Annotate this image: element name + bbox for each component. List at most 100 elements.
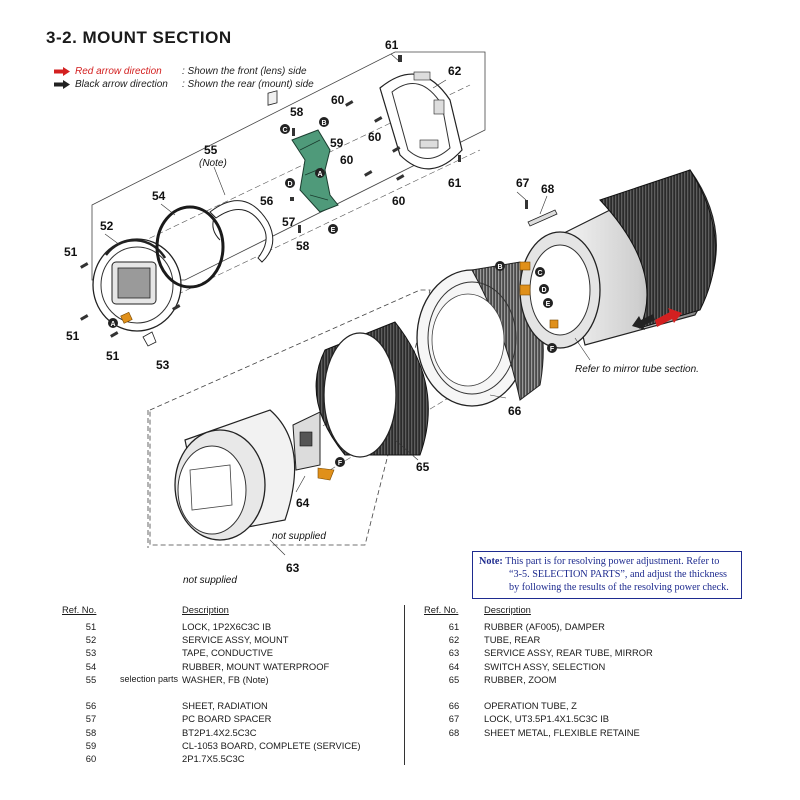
note-box: Note: This part is for resolving power a… bbox=[472, 551, 742, 599]
not-supplied-label-2: not supplied bbox=[183, 575, 237, 586]
part-description: LOCK, UT3.5P1.4X1.5C3C IB bbox=[484, 713, 610, 725]
svg-text:C: C bbox=[282, 127, 287, 134]
callout-60: 60 bbox=[331, 93, 345, 107]
callout-51: 51 bbox=[66, 329, 80, 343]
retainer-part-68 bbox=[527, 209, 558, 227]
legend-black-desc: : Shown the rear (mount) side bbox=[182, 79, 314, 90]
callout-55-note: (Note) bbox=[199, 158, 227, 169]
callout-67: 67 bbox=[516, 176, 530, 190]
callout-51: 51 bbox=[106, 349, 120, 363]
ref-number: 52 bbox=[85, 634, 97, 646]
remark bbox=[120, 633, 182, 646]
svg-text:C: C bbox=[537, 270, 542, 277]
connector-markers: A A B B C C D D E E F F bbox=[108, 117, 557, 467]
note-text-1: This part is for resolving power adjustm… bbox=[505, 556, 720, 567]
legend-black: Black arrow direction : Shown the rear (… bbox=[54, 79, 314, 90]
note-line-3: by following the results of the resolvin… bbox=[509, 582, 729, 593]
part-description: SERVICE ASSY, REAR TUBE, MIRROR bbox=[484, 647, 653, 659]
callout-numbers: 51 52 51 53 51 54 55 56 57 58 58 59 60 6… bbox=[64, 38, 555, 575]
legend-black-label: Black arrow direction bbox=[75, 79, 168, 90]
callout-58: 58 bbox=[290, 105, 304, 119]
ref-number: 68 bbox=[448, 726, 460, 738]
ref-number: 57 bbox=[85, 713, 97, 725]
svg-text:E: E bbox=[331, 227, 336, 234]
callout-62: 62 bbox=[448, 64, 462, 78]
remark bbox=[120, 660, 182, 673]
callout-58: 58 bbox=[296, 239, 310, 253]
ref-number: 61 bbox=[448, 621, 460, 633]
note-label: Note: bbox=[479, 556, 503, 567]
svg-text:B: B bbox=[321, 120, 326, 127]
connector-D-marker: D bbox=[285, 178, 295, 188]
ref-number: 54 bbox=[85, 660, 97, 672]
rear-tube-part-62 bbox=[379, 71, 463, 170]
mount-assembly-outline bbox=[91, 51, 486, 281]
remark: selection parts bbox=[120, 674, 179, 685]
ref-number: 59 bbox=[85, 739, 97, 751]
connector-A-marker: A bbox=[108, 318, 118, 328]
callout-59: 59 bbox=[330, 136, 344, 150]
part-description: SHEET METAL, FLEXIBLE RETAINE bbox=[484, 726, 640, 738]
svg-text:F: F bbox=[338, 460, 343, 467]
part-description: CL-1053 BOARD, COMPLETE (SERVICE) bbox=[182, 739, 361, 751]
washer-part-55 bbox=[209, 200, 274, 263]
ref-number: 67 bbox=[448, 713, 460, 725]
ref-number: 51 bbox=[85, 621, 97, 633]
black-direction-arrow-icon bbox=[54, 80, 70, 89]
remark bbox=[120, 726, 182, 739]
table-row: 67 LOCK, UT3.5P1.4X1.5C3C IB bbox=[424, 712, 704, 725]
leader-lines bbox=[104, 53, 591, 556]
callout-61: 61 bbox=[385, 38, 399, 52]
connector-F-marker-2: F bbox=[547, 343, 557, 353]
waterproof-rubber-part-54 bbox=[155, 205, 225, 289]
callout-61: 61 bbox=[448, 176, 462, 190]
callout-54: 54 bbox=[152, 189, 166, 203]
svg-text:A: A bbox=[317, 171, 322, 178]
remark bbox=[120, 620, 182, 633]
ref-number: 64 bbox=[448, 660, 460, 672]
part-description: OPERATION TUBE, Z bbox=[484, 700, 577, 712]
ref-number: 55 bbox=[85, 673, 97, 685]
row-gap bbox=[424, 686, 704, 699]
connector-C-marker-2: C bbox=[535, 267, 545, 277]
switch-part-64 bbox=[292, 411, 335, 481]
ref-number: 60 bbox=[85, 752, 97, 764]
mount-part-52 bbox=[92, 238, 182, 332]
exploded-view-diagram: A A B B C C D D E E F F 51 52 51 53 bbox=[64, 38, 717, 586]
part-description: RUBBER (AF005), DAMPER bbox=[484, 621, 605, 633]
red-direction-arrow-icon bbox=[54, 67, 70, 76]
callout-60: 60 bbox=[368, 130, 382, 144]
svg-text:F: F bbox=[550, 346, 555, 353]
svg-text:D: D bbox=[541, 287, 546, 294]
part-description: 2P1.7X5.5C3C bbox=[182, 752, 245, 764]
callout-63: 63 bbox=[286, 561, 300, 575]
table-row: 68 SHEET METAL, FLEXIBLE RETAINE bbox=[424, 726, 704, 739]
callout-53: 53 bbox=[156, 358, 170, 372]
ref-header: Ref. No. bbox=[62, 604, 97, 615]
remark bbox=[120, 739, 182, 752]
svg-text:B: B bbox=[497, 264, 502, 271]
red-direction-arrow-icon bbox=[655, 308, 682, 327]
part-description: TUBE, REAR bbox=[484, 634, 541, 646]
legend-red-desc: : Shown the front (lens) side bbox=[182, 66, 307, 77]
part-description: WASHER, FB (Note) bbox=[182, 673, 269, 685]
table-row: 60 2P1.7X5.5C3C bbox=[62, 752, 402, 765]
remark-header bbox=[120, 604, 182, 620]
table-row: 61 RUBBER (AF005), DAMPER bbox=[424, 620, 704, 633]
legend-red-label: Red arrow direction bbox=[75, 66, 162, 77]
svg-text:E: E bbox=[546, 301, 551, 308]
conductive-tape-part-53 bbox=[142, 331, 157, 347]
part-description: RUBBER, MOUNT WATERPROOF bbox=[182, 660, 330, 672]
page-title: 3-2. MOUNT SECTION bbox=[46, 28, 232, 47]
callout-55: 55 bbox=[204, 143, 218, 157]
black-direction-arrow-icon bbox=[632, 314, 655, 330]
remark bbox=[120, 646, 182, 659]
table-divider bbox=[404, 605, 405, 765]
ref-header: Ref. No. bbox=[424, 604, 459, 615]
ref-number: 58 bbox=[85, 726, 97, 738]
rear-tube-mirror-part-63 bbox=[174, 409, 296, 541]
